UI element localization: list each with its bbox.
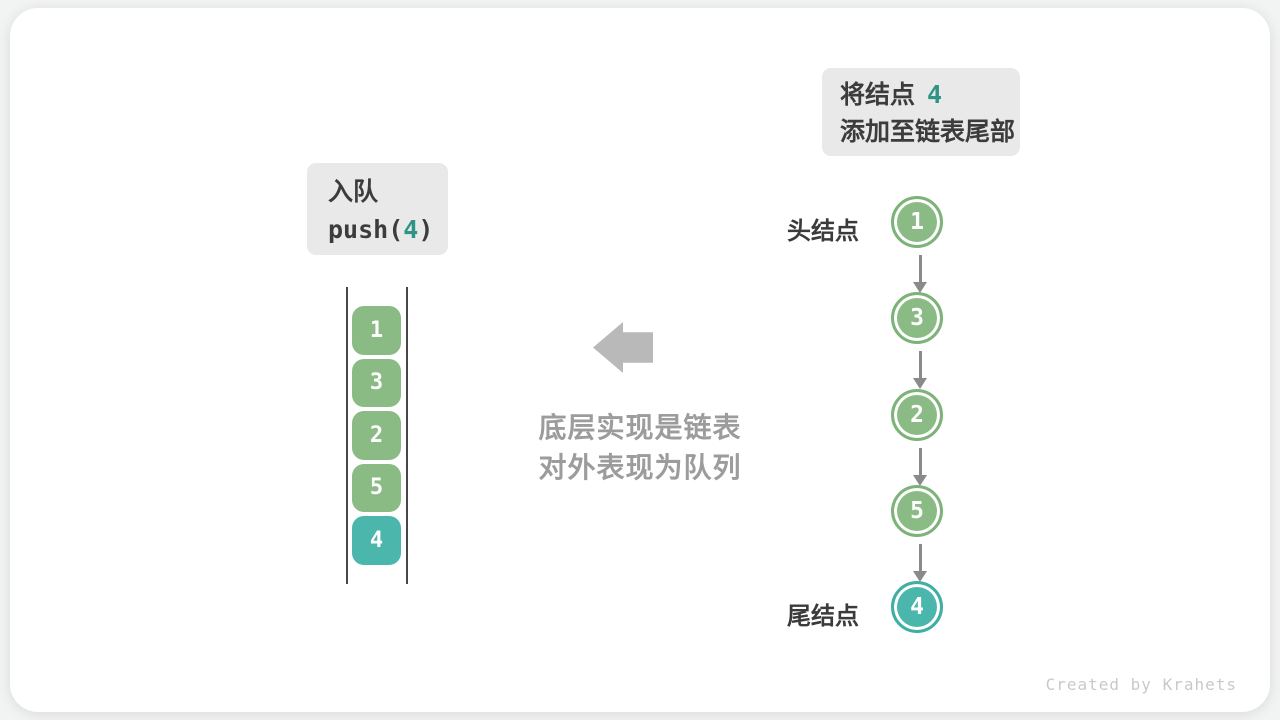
enqueue-code: push(4) <box>328 211 448 248</box>
note-line-1: 将结点 4 <box>840 76 1020 114</box>
code-pre: push( <box>328 215 404 244</box>
arrow-down-connector <box>913 255 927 293</box>
enqueue-title: 入队 <box>328 178 379 206</box>
caption-line-2: 对外表现为队列 <box>538 452 742 483</box>
queue-wall-right <box>406 287 408 584</box>
stack-cell: 3 <box>352 358 401 407</box>
note-box: 将结点 4 添加至链表尾部 <box>822 68 1020 156</box>
note-line1-text: 将结点 <box>840 81 916 109</box>
arrow-down-connector <box>913 351 927 390</box>
caption-line-1: 底层实现是链表 <box>538 412 742 443</box>
note-line-2: 添加至链表尾部 <box>840 118 1016 146</box>
credit-text: Created by Krahets <box>1045 675 1237 694</box>
arrow-down-connector <box>913 543 927 582</box>
stack-cell: 1 <box>352 306 401 355</box>
head-node-label: 头结点 <box>787 218 859 245</box>
stack-cell: 2 <box>352 411 401 460</box>
note-value: 4 <box>927 80 943 109</box>
list-node: 1 <box>891 196 943 248</box>
caption: 底层实现是链表 对外表现为队列 <box>490 408 790 488</box>
stack-cell: 5 <box>352 463 401 512</box>
stack-cell: 4 <box>352 516 401 565</box>
list-node: 5 <box>891 484 943 537</box>
tail-node-label: 尾结点 <box>787 603 859 630</box>
list-node: 2 <box>891 388 943 441</box>
list-node: 4 <box>891 581 943 633</box>
code-post: ) <box>418 215 434 244</box>
queue-wall-left <box>346 287 348 584</box>
list-node: 3 <box>891 292 943 345</box>
arrow-down-connector <box>913 447 927 486</box>
code-arg: 4 <box>403 215 419 244</box>
enqueue-box: 入队 push(4) <box>307 163 448 255</box>
